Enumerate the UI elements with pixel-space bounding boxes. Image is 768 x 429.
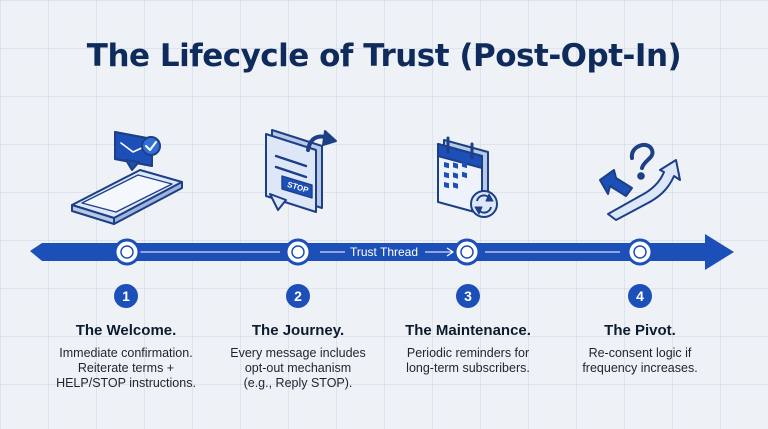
stage-description-maintenance: Periodic reminders for long-term subscri… <box>378 346 558 376</box>
description-line: long-term subscribers. <box>406 361 530 375</box>
timeline-node-4 <box>626 238 654 266</box>
description-line: Reiterate terms + <box>77 361 175 375</box>
description-line: Re-consent logic if <box>588 346 692 360</box>
timeline-node-1 <box>113 238 141 266</box>
description-line: Periodic reminders for <box>406 346 530 360</box>
timeline-arrow: Trust Thread <box>30 234 734 270</box>
stage-title-maintenance: The Maintenance. <box>405 322 531 339</box>
step-badge-1: 1 <box>114 284 138 308</box>
message-stop-icon: STOP <box>265 129 337 213</box>
description-line: Every message includes <box>230 346 366 360</box>
timeline-node-3 <box>453 238 481 266</box>
step-number-3: 3 <box>464 288 472 304</box>
step-badge-4: 4 <box>628 284 652 308</box>
calendar-refresh-icon <box>437 136 498 218</box>
description-line: HELP/STOP instructions. <box>56 376 196 390</box>
stage-title-welcome: The Welcome. <box>75 322 177 339</box>
description-line: frequency increases. <box>582 361 698 375</box>
timeline-node-2 <box>284 238 312 266</box>
step-number-1: 1 <box>122 288 130 304</box>
step-number-2: 2 <box>294 288 302 304</box>
step-badge-2: 2 <box>286 284 310 308</box>
stage-description-journey: Every message includes opt-out mechanism… <box>208 346 388 391</box>
page-title: The Lifecycle of Trust (Post-Opt-In) <box>86 38 682 74</box>
description-line: opt-out mechanism <box>244 361 352 375</box>
trust-thread-label: Trust Thread <box>350 245 418 259</box>
pivot-arrow-question-icon <box>599 142 681 221</box>
phone-message-check-icon <box>71 131 183 225</box>
stage-description-pivot: Re-consent logic if frequency increases. <box>550 346 730 376</box>
step-number-4: 4 <box>636 288 644 304</box>
stage-description-welcome: Immediate confirmation. Reiterate terms … <box>36 346 216 391</box>
stage-title-journey: The Journey. <box>251 322 345 339</box>
description-line: Immediate confirmation. <box>59 346 193 360</box>
stage-title-pivot: The Pivot. <box>604 322 676 339</box>
step-badge-3: 3 <box>456 284 480 308</box>
description-line: (e.g., Reply STOP). <box>243 376 353 390</box>
